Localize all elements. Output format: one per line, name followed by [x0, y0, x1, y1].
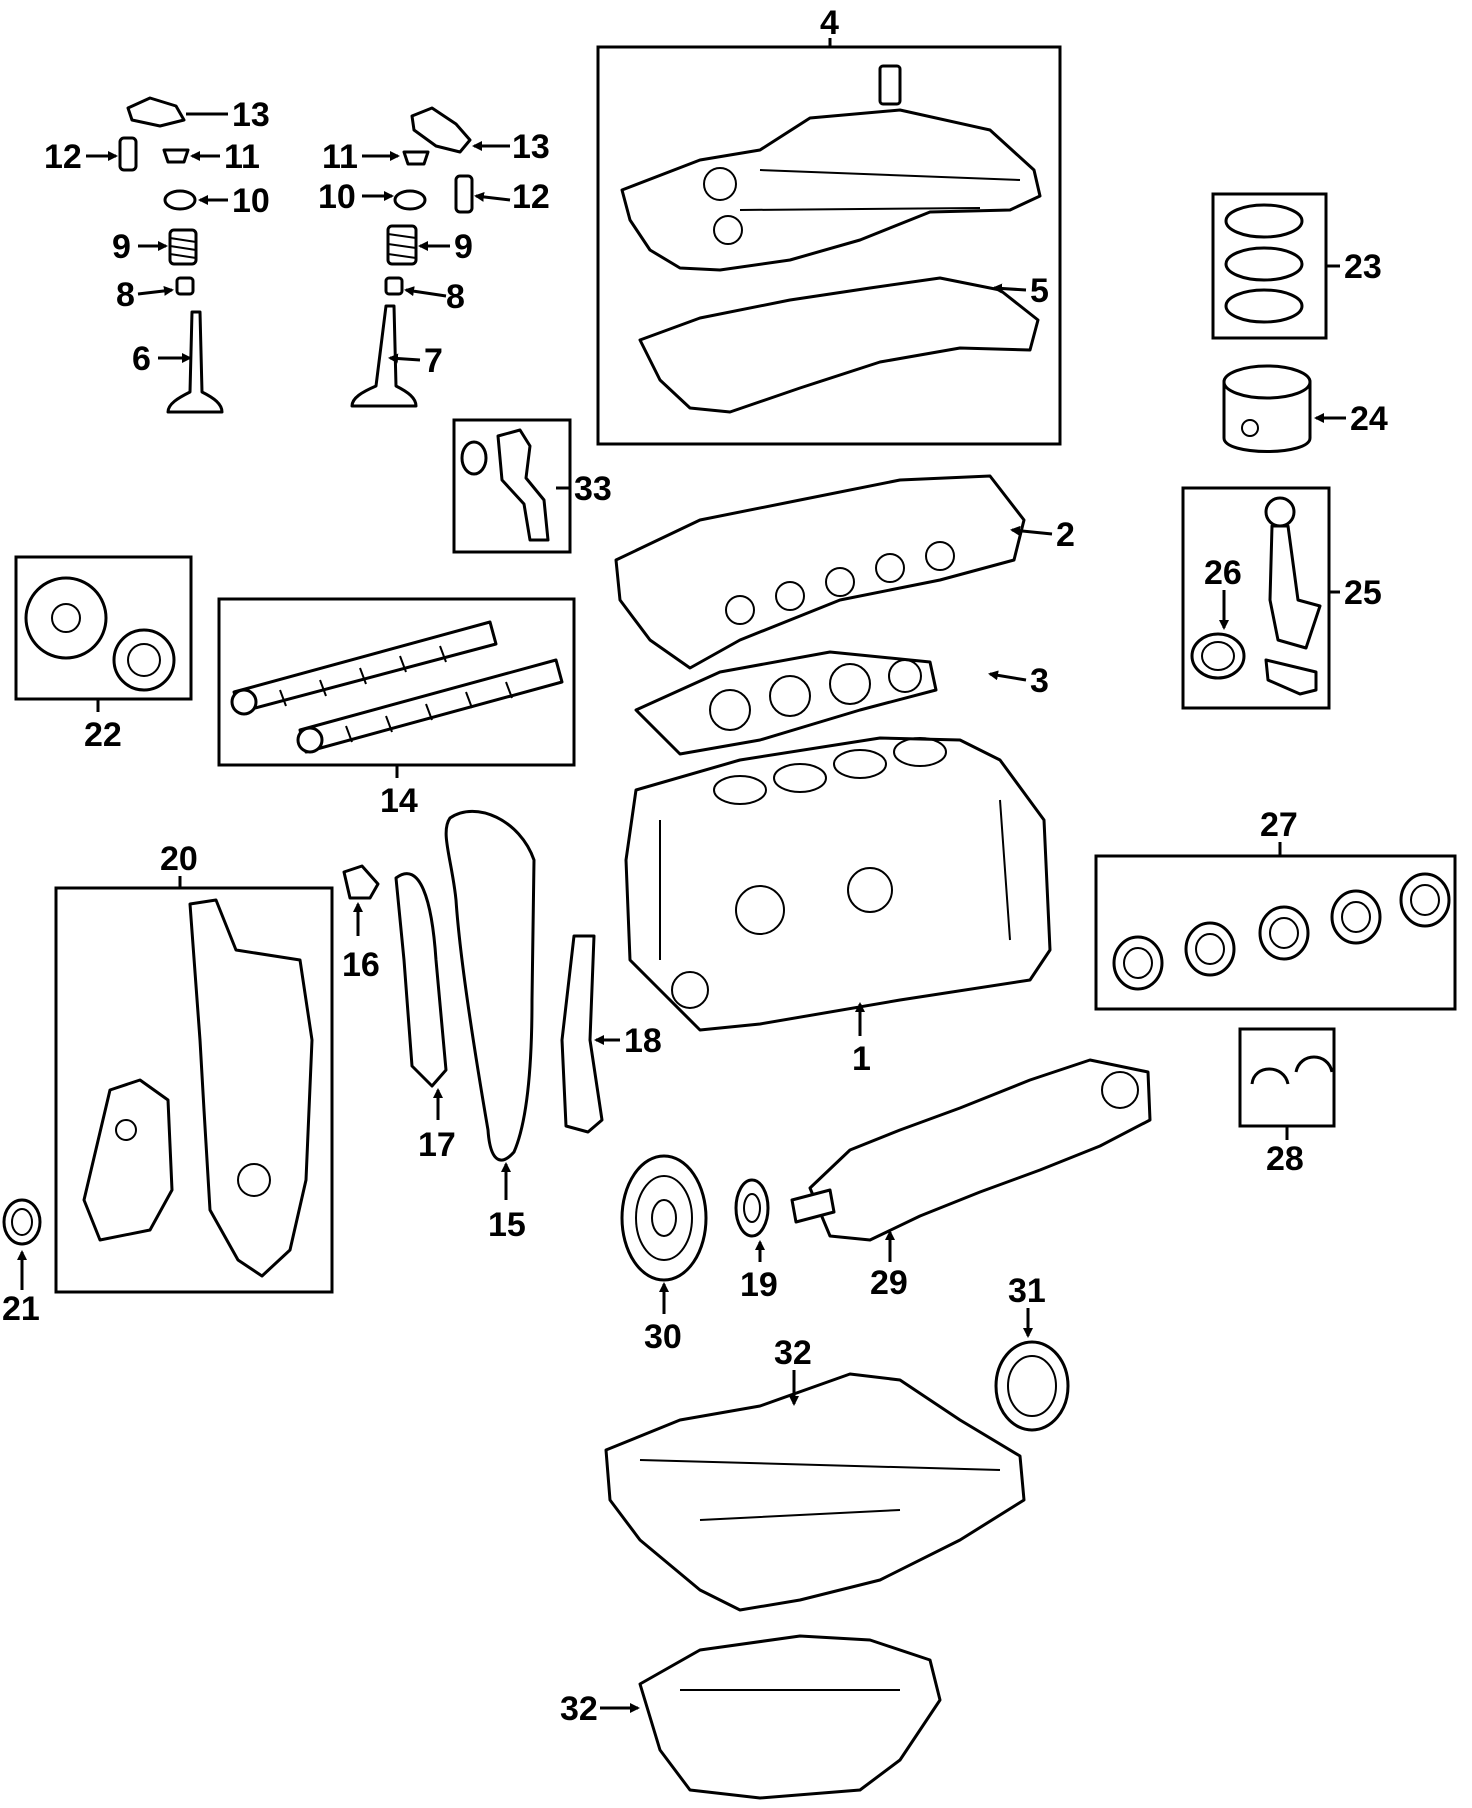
intake-valve	[166, 310, 224, 414]
callout-9-right: 9	[454, 228, 473, 266]
callout-11-left: 11	[224, 138, 260, 176]
box-timing-cover	[54, 886, 334, 1294]
callout-13-left: 13	[232, 96, 270, 134]
callout-10-right: 10	[318, 178, 356, 216]
callout-18: 18	[624, 1022, 662, 1060]
callout-29: 29	[870, 1264, 908, 1302]
callout-23: 23	[1344, 248, 1382, 286]
callout-31: 31	[1008, 1272, 1046, 1310]
callout-7: 7	[424, 342, 443, 380]
spring-retainer-left	[163, 189, 197, 211]
callout-labels: 13 12 11 10 9 8 6 13 11 10 12 9 8 7 4 5 …	[2, 4, 1388, 1728]
callout-24: 24	[1350, 400, 1388, 438]
upper-oil-pan	[604, 1372, 1026, 1612]
leader-lines	[17, 38, 1346, 1713]
callout-2: 2	[1056, 516, 1075, 554]
lash-adjuster-left	[118, 136, 138, 172]
callout-15: 15	[488, 1206, 526, 1244]
cam-gear-intake	[24, 576, 108, 660]
callout-19: 19	[740, 1266, 778, 1304]
callout-32-lower: 32	[560, 1690, 598, 1728]
callout-3: 3	[1030, 662, 1049, 700]
callout-28: 28	[1266, 1140, 1304, 1178]
piston	[1222, 364, 1312, 453]
crank-position-sensor	[460, 428, 550, 542]
connecting-rod	[1264, 496, 1322, 696]
callout-21: 21	[2, 1290, 40, 1328]
camshaft-exhaust	[296, 658, 564, 754]
timing-chain	[444, 809, 536, 1162]
piston-rings	[1224, 203, 1304, 324]
camshaft-intake	[230, 620, 498, 716]
crank-pulley	[620, 1154, 708, 1282]
callout-17: 17	[418, 1126, 456, 1164]
callout-1: 1	[852, 1040, 871, 1078]
rear-main-seal	[994, 1340, 1070, 1432]
box-connecting-rod	[1181, 486, 1331, 710]
callout-11-right: 11	[322, 138, 358, 176]
valve-spring-left	[168, 228, 198, 266]
callout-10-left: 10	[232, 182, 270, 220]
callout-30: 30	[644, 1318, 682, 1356]
rocker-arm-right	[410, 106, 472, 154]
cam-gear-exhaust	[112, 628, 176, 692]
chain-tensioner	[342, 864, 380, 900]
callout-6: 6	[132, 340, 151, 378]
valve-spring-right	[386, 224, 418, 266]
callout-12-right: 12	[512, 178, 550, 216]
callout-8-right: 8	[446, 278, 465, 316]
crankshaft	[790, 1058, 1152, 1242]
box-main-bearings	[1094, 854, 1457, 1011]
box-cam-gears	[14, 555, 193, 701]
callout-8-left: 8	[116, 276, 135, 314]
callout-26: 26	[1204, 554, 1242, 592]
lower-oil-pan	[638, 1634, 942, 1800]
main-bearings	[1112, 872, 1451, 991]
cylinder-head	[614, 474, 1026, 670]
callout-14: 14	[380, 782, 418, 820]
water-pump	[82, 1078, 174, 1242]
box-crank-position-sensor	[452, 418, 572, 554]
callout-5: 5	[1030, 272, 1049, 310]
tensioner-guide	[394, 872, 448, 1088]
crank-sprocket	[734, 1178, 770, 1238]
chain-guide	[560, 934, 604, 1134]
valve-seal-right	[384, 276, 404, 296]
exhaust-valve	[350, 304, 418, 408]
callout-22: 22	[84, 716, 122, 754]
callout-4: 4	[820, 4, 839, 42]
spring-retainer-right	[393, 189, 427, 211]
lash-adjuster-right	[454, 174, 474, 214]
thrust-washers	[1250, 1055, 1334, 1085]
callout-20: 20	[160, 840, 198, 878]
callout-13-right: 13	[512, 128, 550, 166]
front-crank-seal	[2, 1198, 42, 1246]
valve-cover	[620, 64, 1042, 272]
callout-25: 25	[1344, 574, 1382, 612]
callout-32-upper: 32	[774, 1334, 812, 1372]
callout-27: 27	[1260, 806, 1298, 844]
callout-16: 16	[342, 946, 380, 984]
rocker-arm-left	[126, 96, 186, 128]
valve-keeper-right	[402, 150, 430, 166]
valve-seal-left	[175, 276, 195, 296]
callout-33: 33	[574, 470, 612, 508]
callout-12-left: 12	[44, 138, 82, 176]
cylinder-block	[624, 736, 1052, 1032]
rod-bearing	[1190, 632, 1246, 680]
valve-cover-gasket	[638, 276, 1040, 414]
head-gasket	[634, 650, 938, 756]
timing-chain-cover	[188, 898, 314, 1278]
callout-9-left: 9	[112, 228, 131, 266]
valve-keeper-left	[162, 148, 190, 164]
